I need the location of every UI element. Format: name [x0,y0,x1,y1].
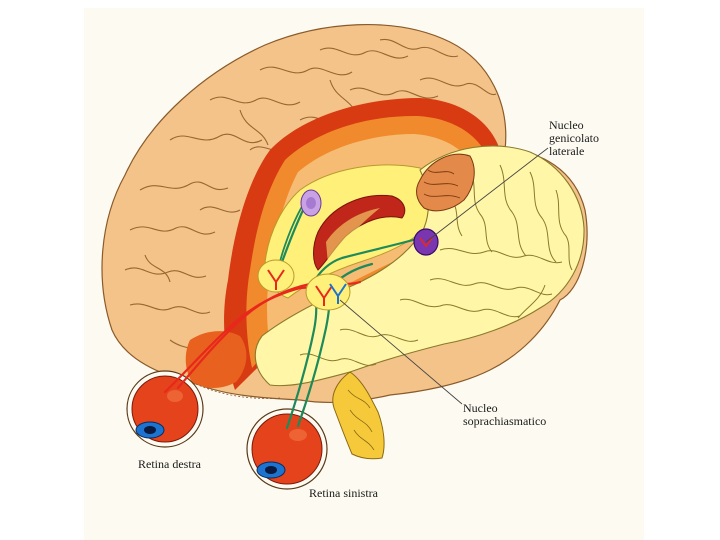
brainstem-ridges [347,389,375,451]
lgn-leader-line [425,147,549,243]
scn-leader-line [339,299,463,405]
scn-center-oval [305,273,351,311]
retina-left-label: Retina sinistra [309,486,378,500]
cortex-lower-edge [195,383,281,399]
upper-nucleus [300,189,322,217]
lateral-ventricle [313,194,406,271]
retina-right-label: Retina destra [138,457,201,471]
scn-label: Nucleo soprachiasmatico [463,401,547,428]
right-retina-eye [126,370,204,448]
brainstem [332,371,385,460]
cerebellum [254,145,585,387]
superior-colliculus [416,153,475,212]
scn-left-oval [257,259,295,293]
lgn-label: Nucleo genicolato laterale [549,118,599,158]
ventricle-highlight [326,208,380,264]
temporal-cut-surface [185,331,247,388]
left-retina-eye [246,408,328,490]
colliculus-folds [423,169,461,199]
